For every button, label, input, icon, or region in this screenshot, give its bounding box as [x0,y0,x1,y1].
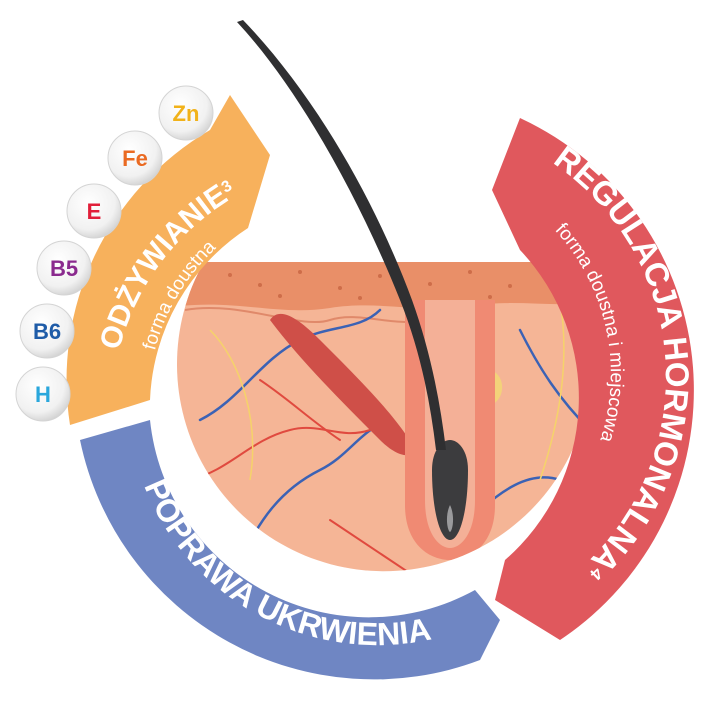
pill-label: Fe [122,146,148,171]
nutrient-pill-e: E [66,183,122,239]
epidermis-dots [228,270,547,300]
nutrient-pill-b6: B6 [19,303,75,359]
nutrient-pill-b5: B5 [36,240,92,296]
nutrient-pill-zn: Zn [158,85,214,141]
pill-circle [158,85,214,141]
pill-label: B6 [33,319,61,344]
circulation-arc [80,420,500,680]
arrector-pili-muscle [270,313,415,456]
epidermis-layer [177,262,591,311]
pill-label: Zn [173,101,200,126]
pill-label: B5 [50,256,78,281]
nerve-fibers [209,299,565,481]
pill-label: E [87,199,102,224]
nutrient-pill-fe: Fe [107,130,163,186]
pill-circle [107,130,163,186]
hair-bulb [432,440,468,540]
hormonal-arc [492,118,694,640]
pill-label: H [35,382,51,407]
pill-circle [36,240,92,296]
dermal-ridge [184,306,431,324]
dermal-papilla [446,505,454,532]
pill-circle [15,366,71,422]
nutrient-pill-h: H [15,366,71,422]
pill-circle [66,183,122,239]
nutrition-arc [66,95,270,425]
pill-circle [19,303,75,359]
